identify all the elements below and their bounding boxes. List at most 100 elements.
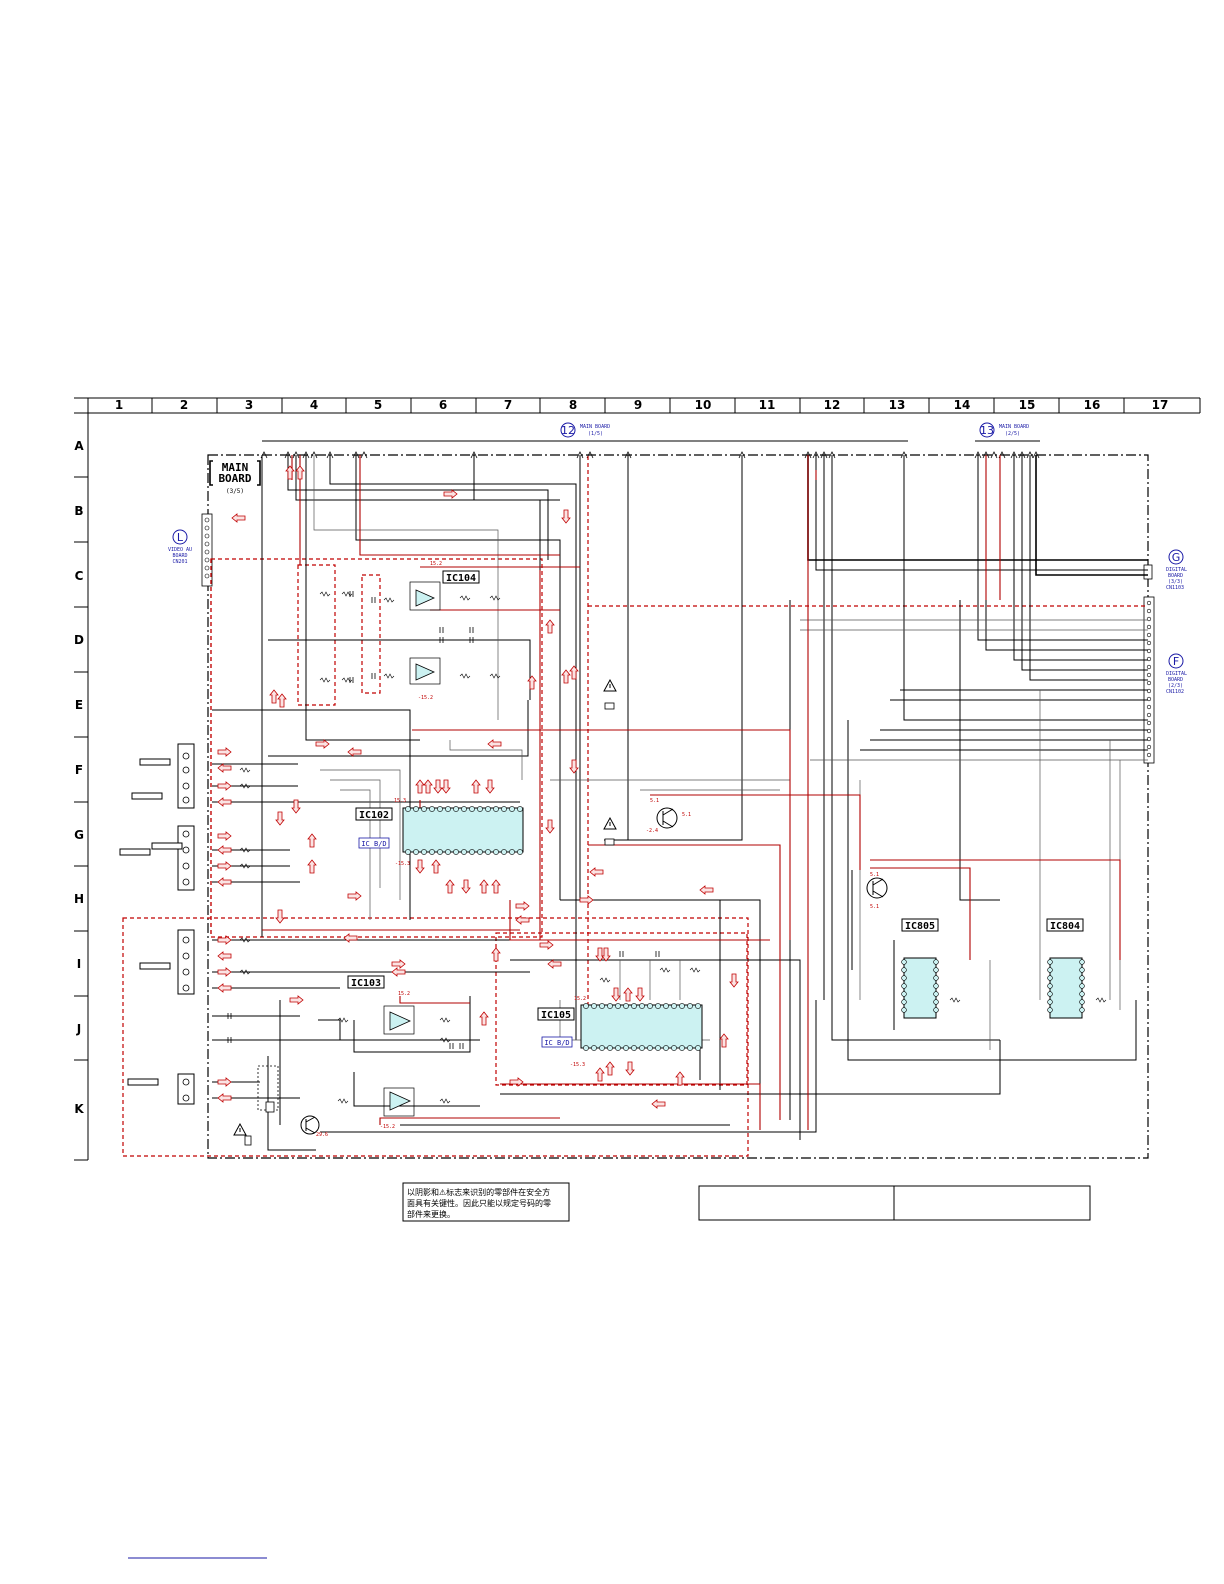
col-label: 1	[115, 398, 123, 412]
bus-pin-marker	[1018, 451, 1026, 459]
bus-12-number: 12	[561, 424, 575, 437]
signal-arrow-icon	[307, 859, 317, 874]
warning-icon	[603, 816, 617, 830]
bus-pin-marker	[804, 451, 812, 459]
connector-pin	[1146, 664, 1152, 670]
ic-pin	[901, 983, 907, 989]
signal-arrow-icon	[491, 947, 501, 962]
signal-arrow-icon	[545, 619, 555, 634]
connector-pin	[1146, 648, 1152, 654]
signal-arrow-icon	[485, 779, 495, 794]
v-qk4: 29.6	[316, 1132, 328, 1138]
ic-pin	[501, 849, 507, 855]
ic-pin	[663, 1003, 669, 1009]
signal-arrow-icon	[625, 1061, 635, 1076]
plug-icon	[139, 758, 171, 766]
signal-arrow-icon	[441, 779, 451, 794]
jack-pin	[182, 936, 190, 944]
col-label: 5	[374, 398, 382, 412]
ic-pin	[933, 1007, 939, 1013]
passive-components	[227, 591, 1107, 1104]
ic-pin	[453, 806, 459, 812]
ic-pin	[583, 1003, 589, 1009]
signal-arrow-icon	[415, 859, 425, 874]
opamps	[383, 581, 441, 1117]
signal-arrow-icon	[561, 509, 571, 524]
bus-13-number: 13	[980, 424, 994, 437]
signal-arrow-icon	[595, 1067, 605, 1082]
connector-g: G DIGITAL BOARD (3/3) CN1103	[1143, 549, 1187, 591]
ic-pin	[1079, 1007, 1085, 1013]
ic-labels: IC104 IC102 IC B/D IC103 IC105 IC B/D IC…	[347, 570, 1084, 1048]
connector-pin	[204, 573, 210, 579]
v-ic105-botleft: -15.3	[570, 1062, 585, 1068]
connector-pin	[1146, 656, 1152, 662]
plug-icon	[139, 962, 171, 970]
ic-pin	[1047, 991, 1053, 997]
bus-pin-marker	[812, 451, 820, 459]
ic-pin	[933, 975, 939, 981]
bus-pin-marker	[990, 451, 998, 459]
wires-grey	[313, 455, 1148, 1050]
ic-pin	[485, 806, 491, 812]
safety-note: 以阴影和⚠标志来识别的零部件在安全方 面具有关键性。因此只能以规定号码的零 部件…	[402, 1182, 570, 1222]
ic-pin	[639, 1045, 645, 1051]
connector-pin	[1146, 616, 1152, 622]
signal-arrow-icon	[275, 909, 285, 924]
jack-body	[177, 743, 195, 809]
ic-pin	[1079, 975, 1085, 981]
ic-pin	[469, 806, 475, 812]
connector-pin	[1146, 632, 1152, 638]
connector-pin	[204, 549, 210, 555]
signal-arrow-icon	[515, 901, 530, 911]
ic-pin	[501, 806, 507, 812]
plug-icon	[151, 842, 183, 850]
plug-icon	[127, 1078, 159, 1086]
signal-arrow-icon	[217, 877, 232, 887]
ic-pin	[901, 967, 907, 973]
signal-arrow-icon	[601, 947, 611, 962]
ic-pin	[445, 806, 451, 812]
bus-pin-marker	[738, 451, 746, 459]
ic-pin	[623, 1045, 629, 1051]
ic-pin	[1047, 983, 1053, 989]
connector-pin	[204, 525, 210, 531]
signal-arrow-icon	[569, 759, 579, 774]
signal-arrow-icon	[277, 693, 287, 708]
bus-13-header: 13 MAIN BOARD (2/5)	[974, 422, 1040, 459]
connector-pin	[1146, 600, 1152, 606]
signal-arrow-icon	[275, 811, 285, 826]
signal-arrow-icon	[307, 833, 317, 848]
resistor-icon	[239, 937, 251, 943]
jack-pin	[182, 846, 190, 854]
ic105-label: IC105	[541, 1010, 571, 1021]
connector-pin	[1146, 752, 1152, 758]
bus-pin-marker	[576, 451, 584, 459]
signal-arrow-icon	[729, 973, 739, 988]
connector-f-line4: CN1102	[1166, 689, 1184, 695]
resistor-icon	[599, 977, 611, 983]
relay-k	[257, 1065, 279, 1113]
main-board-label: MAIN BOARD (3/5)	[209, 460, 261, 495]
signal-arrow-icon	[217, 861, 232, 871]
resistor-icon	[689, 967, 701, 973]
connector-pin	[1146, 608, 1152, 614]
bus-pin-marker	[360, 451, 368, 459]
signal-arrow-icon	[347, 747, 362, 757]
row-label: E	[75, 698, 83, 712]
signal-arrow-icon	[217, 1093, 232, 1103]
ic-pin	[631, 1003, 637, 1009]
ic-pin	[421, 806, 427, 812]
connector-l: L VIDEO AU BOARD CN201	[168, 513, 213, 587]
resistor-icon	[337, 1098, 349, 1104]
row-label: B	[74, 504, 83, 518]
signal-arrow-icon	[509, 1077, 524, 1087]
resistor-icon	[239, 863, 251, 869]
bus-pin-marker	[982, 451, 990, 459]
ic-pin	[461, 849, 467, 855]
jack-pin	[182, 766, 190, 774]
col-label: 11	[759, 398, 776, 412]
ic-pin	[695, 1045, 701, 1051]
col-label: 4	[310, 398, 318, 412]
signal-arrow-icon	[651, 1099, 666, 1109]
